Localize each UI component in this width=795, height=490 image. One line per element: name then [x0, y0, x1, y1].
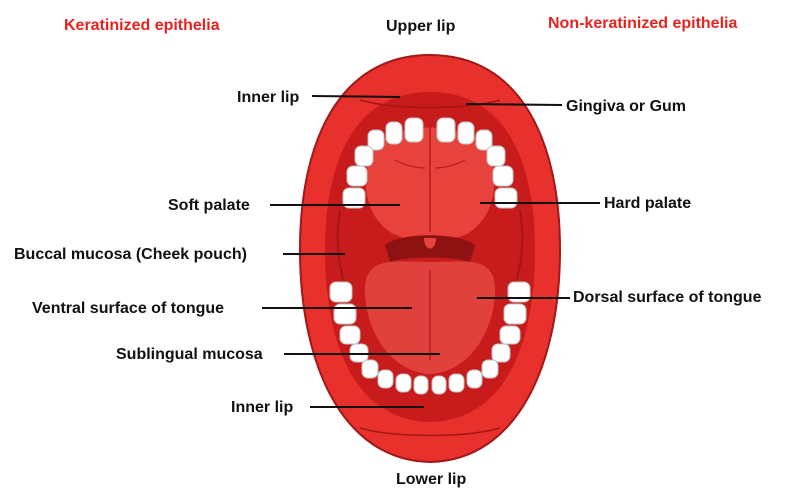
- label-soft-palate: Soft palate: [168, 197, 250, 214]
- tooth: [482, 360, 498, 378]
- tooth: [414, 376, 428, 394]
- label-inner-lip-top: Inner lip: [237, 89, 299, 106]
- tooth: [493, 166, 513, 186]
- tooth: [355, 146, 373, 166]
- leader-gingiva: [466, 104, 562, 105]
- leader-inner-lip-top: [312, 96, 400, 97]
- header-keratinized: Keratinized epithelia: [64, 17, 220, 34]
- tooth: [396, 374, 411, 392]
- header-non-keratinized: Non-keratinized epithelia: [548, 15, 737, 32]
- tooth: [487, 146, 505, 166]
- tooth: [504, 304, 526, 324]
- label-ventral-tongue: Ventral surface of tongue: [32, 300, 224, 317]
- label-buccal-mucosa: Buccal mucosa (Cheek pouch): [14, 246, 247, 263]
- label-dorsal-tongue: Dorsal surface of tongue: [573, 289, 762, 306]
- tooth: [467, 370, 482, 388]
- tooth: [500, 326, 520, 344]
- label-upper-lip: Upper lip: [386, 18, 456, 35]
- tooth: [405, 118, 423, 142]
- tooth: [347, 166, 367, 186]
- tooth: [432, 376, 446, 394]
- tooth: [378, 370, 393, 388]
- tooth: [362, 360, 378, 378]
- tooth: [495, 188, 517, 208]
- tooth: [437, 118, 455, 142]
- tooth: [458, 122, 474, 144]
- tooth: [386, 122, 402, 144]
- label-hard-palate: Hard palate: [604, 195, 691, 212]
- label-sublingual: Sublingual mucosa: [116, 346, 263, 363]
- tooth: [330, 282, 352, 302]
- tooth: [449, 374, 464, 392]
- tooth: [492, 344, 510, 362]
- label-inner-lip-bottom: Inner lip: [231, 399, 293, 416]
- mouth-illustration: [300, 55, 560, 462]
- label-gingiva: Gingiva or Gum: [566, 98, 686, 115]
- tooth: [340, 326, 360, 344]
- label-lower-lip: Lower lip: [396, 471, 466, 488]
